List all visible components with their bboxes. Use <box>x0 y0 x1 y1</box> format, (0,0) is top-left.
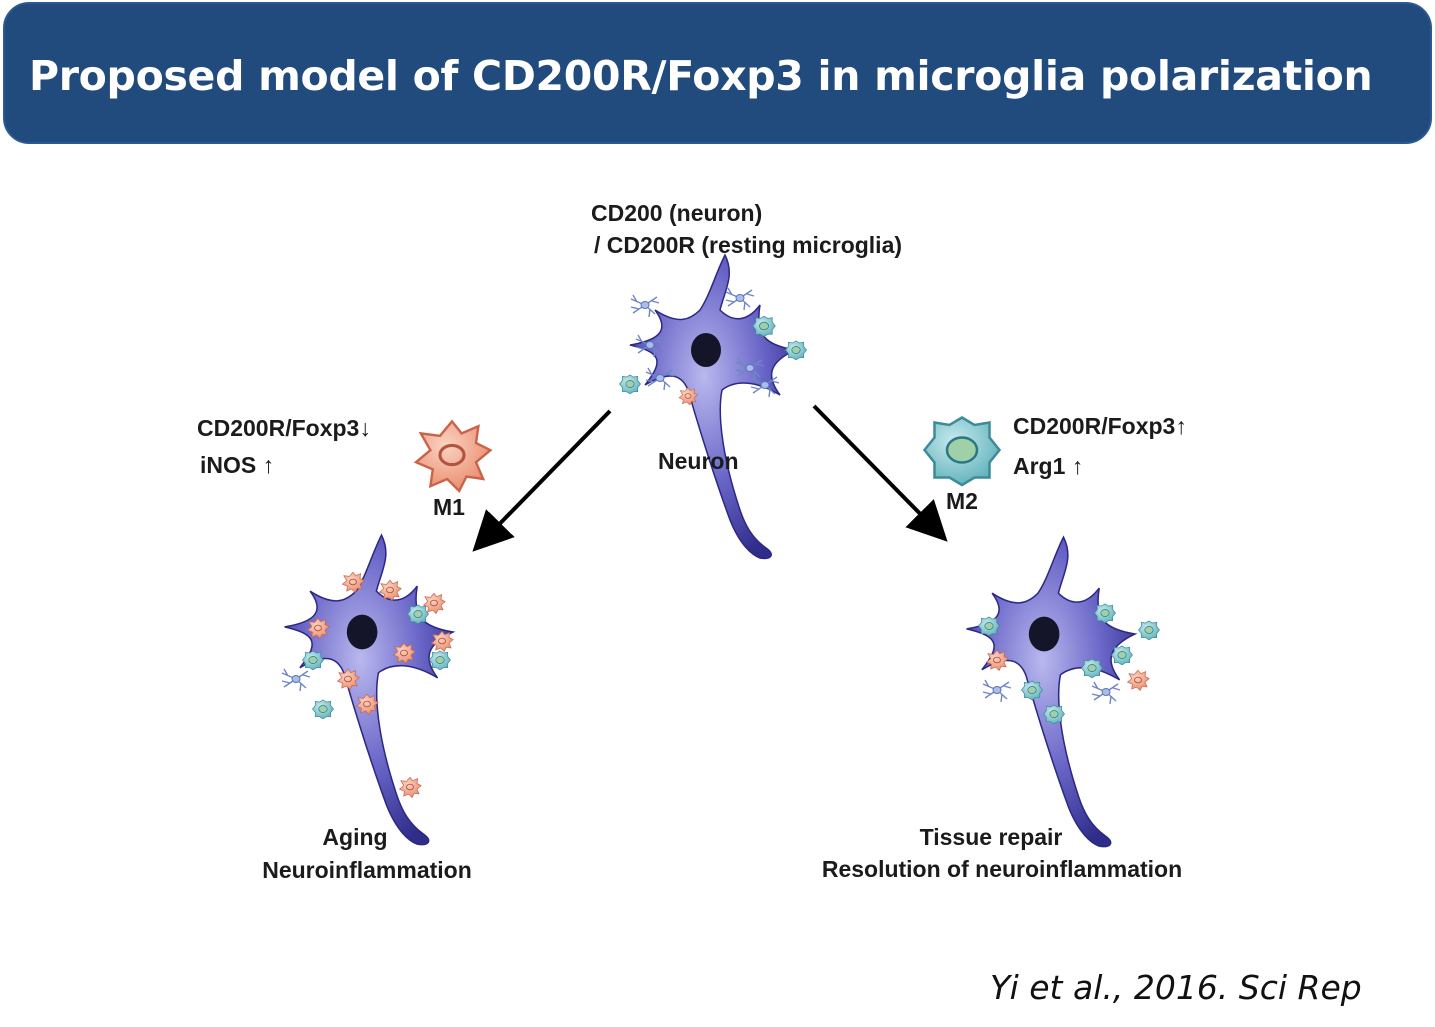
m1-neuron-illustration <box>281 534 454 846</box>
m2-markers-line2: Arg1 ↑ <box>1013 453 1084 479</box>
arrow-to-m2-outcome <box>812 404 948 542</box>
m1-outcome-line1: Aging <box>322 824 388 850</box>
m1-markers-line2: iNOS ↑ <box>200 452 275 478</box>
slide-title: Proposed model of CD200R/Foxp3 in microg… <box>29 52 1373 100</box>
m2-cell-icon <box>923 416 1001 487</box>
m1-cell-label: M1 <box>433 494 465 520</box>
arrow-to-m1-outcome <box>472 409 612 552</box>
top-label-line2: / CD200R (resting microglia) <box>594 232 903 258</box>
citation: Yi et al., 2016. Sci Rep <box>990 968 1362 1007</box>
m2-neuron-illustration <box>965 536 1160 848</box>
title-bar: Proposed model of CD200R/Foxp3 in microg… <box>3 2 1432 144</box>
top-label-line1: CD200 (neuron) <box>591 200 763 226</box>
m2-markers-line1: CD200R/Foxp3↑ <box>1013 413 1187 439</box>
m1-outcome-line2: Neuroinflammation <box>262 857 472 883</box>
m1-markers-line1: CD200R/Foxp3↓ <box>197 415 371 441</box>
m2-cell-label: M2 <box>946 488 978 514</box>
center-neuron-illustration <box>619 254 807 560</box>
m2-outcome-line2: Resolution of neuroinflammation <box>821 856 1183 882</box>
m2-outcome-line1: Tissue repair <box>919 824 1063 850</box>
center-neuron-label: Neuron <box>658 448 739 474</box>
m1-cell-icon <box>414 419 492 493</box>
